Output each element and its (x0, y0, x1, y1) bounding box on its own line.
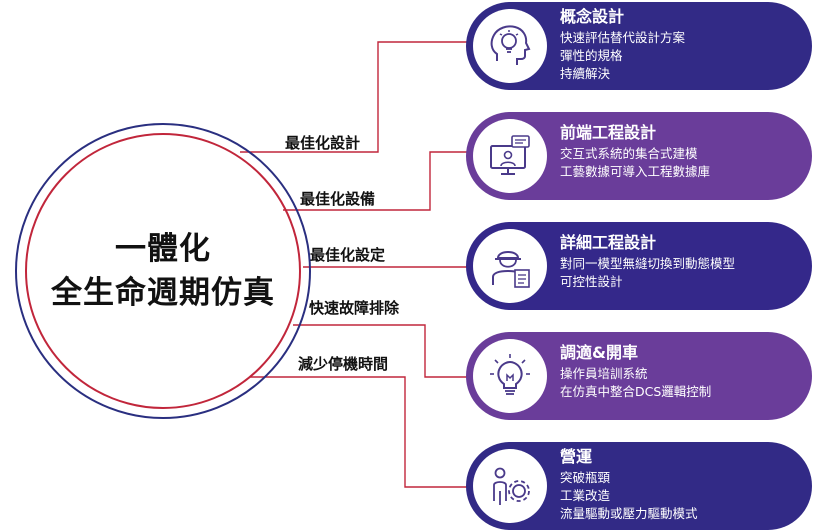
stage-line: 工業改造 (560, 488, 611, 503)
stage-line: 工藝數據可導入工程數據庫 (560, 164, 711, 179)
stage-card-detail-design: 詳細工程設計 對同一模型無縫切換到動態模型 可控性設計 (466, 222, 812, 310)
stage-title: 詳細工程設計 (560, 233, 657, 252)
icon-disc (473, 339, 547, 413)
branch-label-3: 最佳化設定 (310, 246, 386, 264)
stage-line: 快速評估替代設計方案 (560, 30, 686, 45)
branch-label-1: 最佳化設計 (285, 134, 361, 152)
connector-line-1 (240, 41, 470, 153)
video-conference-icon (490, 135, 530, 175)
stage-line: 操作員培訓系統 (560, 366, 648, 381)
connector-line-4 (293, 324, 470, 378)
center-title: 一體化 全生命週期仿真 (25, 133, 301, 409)
stage-title: 前端工程設計 (560, 123, 657, 142)
stage-line: 持續解決 (560, 66, 611, 81)
icon-disc (473, 9, 547, 83)
lightbulb-head-icon (490, 25, 531, 65)
center-title-line1: 一體化 (115, 231, 211, 267)
outer-ring (15, 123, 311, 419)
connector-line-2 (283, 151, 470, 211)
icon-disc (473, 119, 547, 193)
connector-line-5 (250, 376, 470, 488)
stage-line: 流量驅動或壓力驅動模式 (560, 506, 698, 521)
stage-card-concept-design: 概念設計 快速評估替代設計方案 彈性的規格 持續解決 (466, 2, 812, 90)
stage-line: 突破瓶頸 (560, 470, 611, 485)
branch-label-4: 快速故障排除 (309, 299, 400, 317)
stage-card-commissioning: 調適&開車 操作員培訓系統 在仿真中整合DCS邏輯控制 (466, 332, 812, 420)
branch-label-5: 減少停機時間 (298, 355, 389, 373)
engineer-helmet-icon (492, 251, 530, 288)
stage-title: 調適&開車 (560, 343, 638, 362)
lightbulb-idea-icon (490, 354, 530, 395)
stage-line: 可控性設計 (560, 274, 623, 289)
stage-card-feed-design: 前端工程設計 交互式系統的集合式建模 工藝數據可導入工程數據庫 (466, 112, 812, 200)
stage-card-operation: 營運 突破瓶頸 工業改造 流量驅動或壓力驅動模式 (466, 442, 812, 530)
stage-title: 營運 (560, 447, 593, 466)
icon-disc (473, 229, 547, 303)
person-gear-icon (493, 467, 530, 505)
center-title-line2: 全生命週期仿真 (51, 275, 275, 311)
stage-line: 在仿真中整合DCS邏輯控制 (560, 384, 712, 399)
icon-disc (473, 449, 547, 523)
branch-label-2: 最佳化設備 (300, 190, 376, 208)
stage-line: 對同一模型無縫切換到動態模型 (560, 256, 736, 271)
stage-title: 概念設計 (560, 7, 625, 26)
stage-line: 交互式系統的集合式建模 (560, 146, 698, 161)
inner-ring (25, 133, 301, 409)
stage-line: 彈性的規格 (560, 48, 623, 63)
